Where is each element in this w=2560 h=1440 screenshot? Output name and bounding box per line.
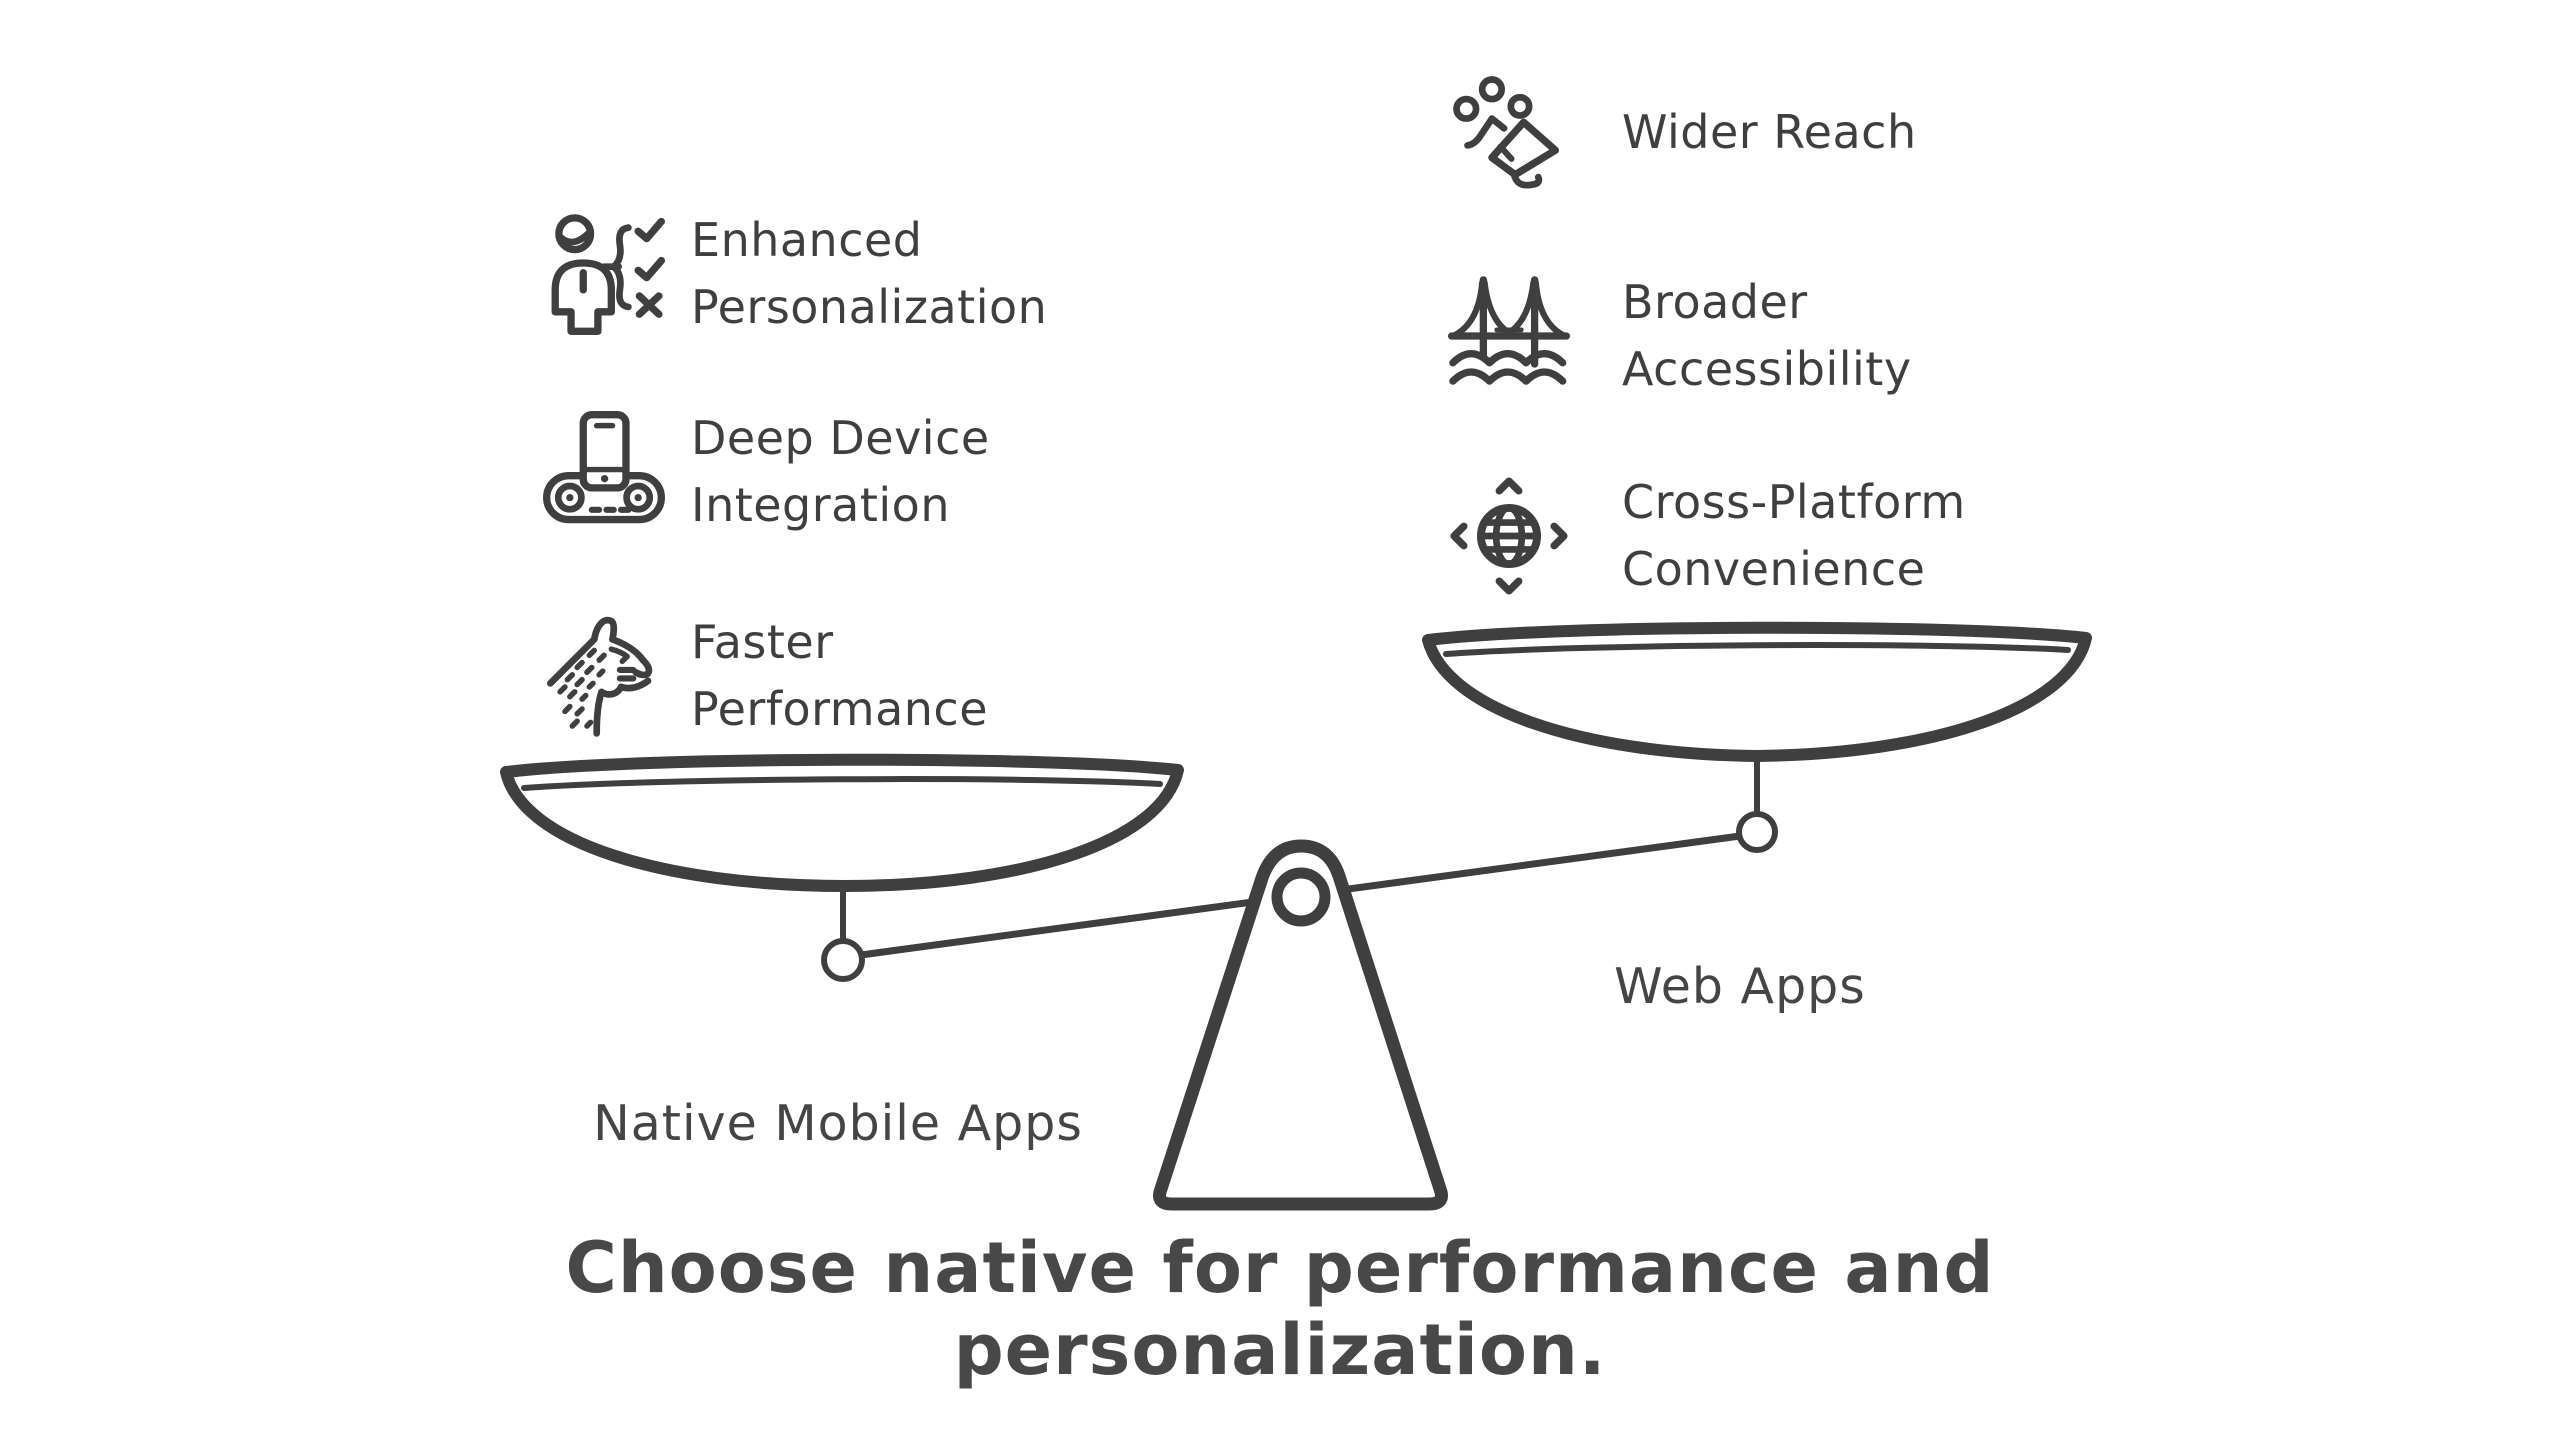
phone-dock-icon	[543, 398, 665, 546]
list-item: Cross-Platform Convenience	[1448, 462, 1966, 610]
native-mobile-apps-label: Native Mobile Apps	[593, 1095, 1083, 1152]
left-pan	[500, 753, 1184, 982]
audience-megaphone-icon	[1448, 58, 1570, 206]
list-item: Enhanced Personalization	[543, 200, 1047, 348]
benefit-enhanced-personalization: Enhanced Personalization	[691, 213, 1048, 334]
list-item: Faster Performance	[543, 602, 988, 750]
conclusion-caption: Choose native for performance and person…	[565, 1227, 1995, 1391]
list-item: Wider Reach	[1448, 58, 1917, 206]
pivot-hole	[1271, 867, 1331, 927]
benefit-faster-performance: Faster Performance	[691, 615, 988, 736]
list-item: Deep Device Integration	[543, 398, 990, 546]
benefit-wider-reach: Wider Reach	[1622, 104, 1917, 159]
web-apps-label: Web Apps	[1614, 958, 1866, 1015]
user-checklist-icon	[543, 200, 665, 348]
benefit-deep-device-integration: Deep Device Integration	[691, 411, 990, 532]
globe-arrows-icon	[1448, 462, 1570, 610]
benefit-cross-platform-convenience: Cross-Platform Convenience	[1622, 475, 1966, 596]
fulcrum	[1153, 839, 1448, 1211]
list-item: Broader Accessibility	[1448, 262, 1912, 410]
suspension-bridge-icon	[1448, 262, 1570, 410]
cheetah-icon	[543, 602, 665, 750]
right-pan	[1422, 621, 2092, 853]
benefit-broader-accessibility: Broader Accessibility	[1622, 275, 1912, 396]
